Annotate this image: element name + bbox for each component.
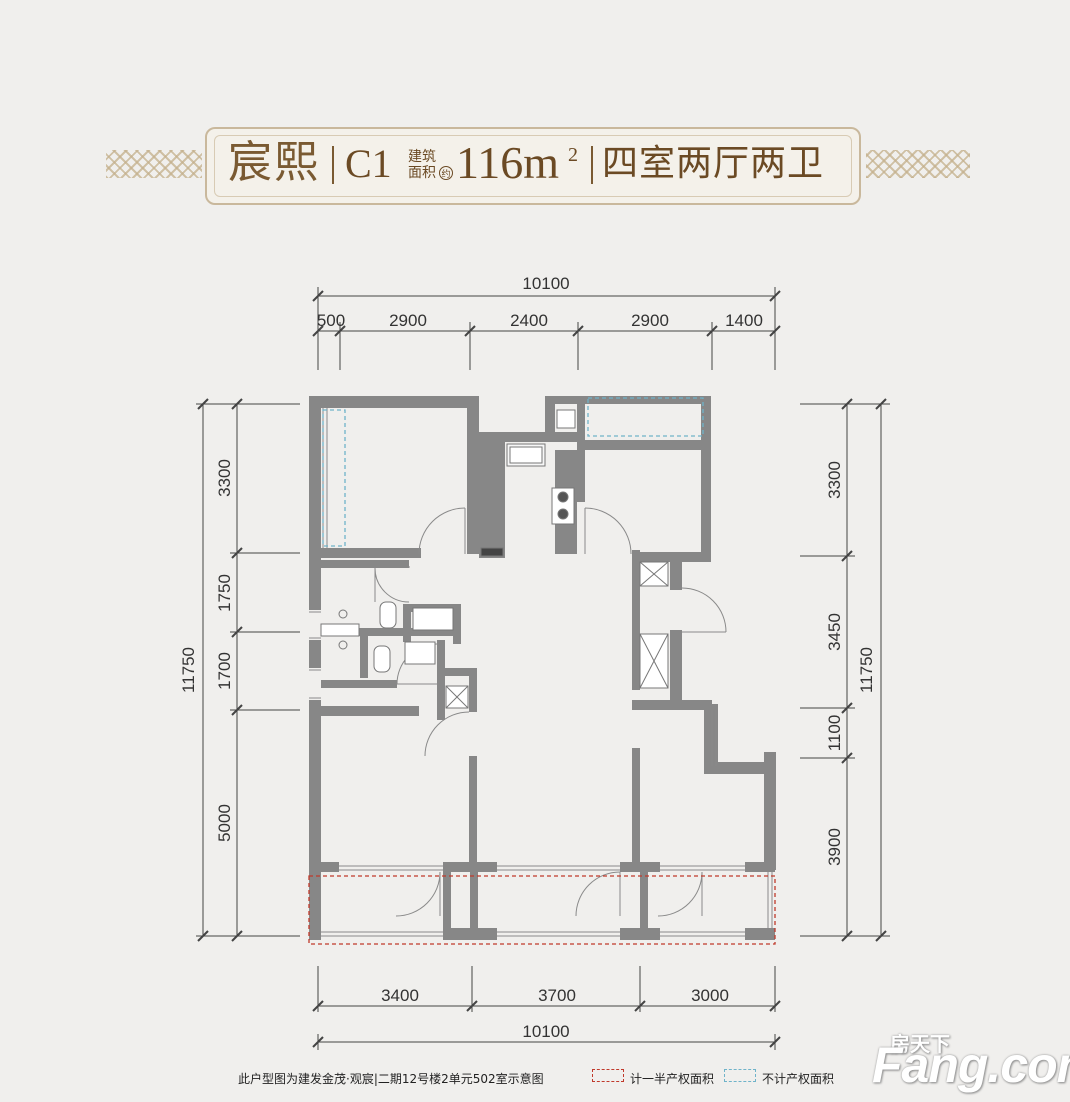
dim-left-total: 11750 [179, 647, 198, 693]
area-label-line1: 建筑 [408, 149, 436, 165]
plan-caption: 此户型图为建发金茂·观宸|二期12号楼2单元502室示意图 [238, 1072, 544, 1086]
legend-half-area-label: 计一半产权面积 [630, 1072, 715, 1086]
legend-half-area-swatch [592, 1069, 624, 1082]
half-area-balcony-zone [308, 875, 776, 945]
dimension-lines [196, 287, 890, 1050]
unit-type-code: C1 [345, 141, 392, 186]
dim-left-segment: 1700 [215, 652, 234, 690]
building-area: 116m [456, 137, 560, 188]
area-unit-superscript: 2 [568, 144, 578, 166]
fixtures [320, 409, 669, 709]
dim-bottom-segment: 3400 [381, 986, 419, 1005]
dim-left-segment: 3300 [215, 459, 234, 497]
title-banner [205, 127, 861, 205]
dim-top-segment: 2900 [389, 311, 427, 330]
dim-right-segment: 3900 [825, 828, 844, 866]
dim-top-segment: 2900 [631, 311, 669, 330]
dim-right-segment: 3450 [825, 613, 844, 651]
dim-top-segment: 2400 [510, 311, 548, 330]
dim-top-segment: 1400 [725, 311, 763, 330]
lattice-ornament-left [106, 150, 202, 178]
dim-left-segment: 1750 [215, 574, 234, 612]
dim-bottom-segment: 3000 [691, 986, 729, 1005]
dim-top-total: 10100 [522, 274, 569, 293]
watermark-cn: 房天下 [890, 1032, 950, 1056]
dim-right-total: 11750 [857, 647, 876, 693]
area-label-line2: 面积 [408, 165, 436, 181]
walls [309, 396, 776, 940]
dim-top-segment: 500 [317, 311, 345, 330]
legend-no-area-label: 不计产权面积 [762, 1072, 835, 1086]
watermark-logo: Fang.com [872, 1037, 1070, 1093]
project-name: 宸熙 [228, 137, 320, 188]
door-swings [374, 507, 727, 917]
dim-right-segment: 1100 [825, 715, 844, 752]
dim-left-segment: 5000 [215, 804, 234, 842]
dim-bottom-total: 10100 [522, 1022, 569, 1041]
windows [309, 408, 773, 937]
room-layout: 四室两厅两卫 [602, 143, 825, 184]
no-area-window-zone [322, 409, 346, 547]
no-area-ac-zone [587, 397, 704, 437]
area-overlays [308, 397, 776, 945]
title-separator [591, 146, 593, 184]
title-banner-inner-frame [214, 135, 852, 197]
area-prefix-badge: 约 [439, 166, 453, 180]
dim-bottom-segment: 3700 [538, 986, 576, 1005]
legend-no-area-swatch [724, 1069, 756, 1082]
dim-right-segment: 3300 [825, 461, 844, 499]
title-separator [332, 146, 334, 184]
lattice-ornament-right [866, 150, 970, 178]
